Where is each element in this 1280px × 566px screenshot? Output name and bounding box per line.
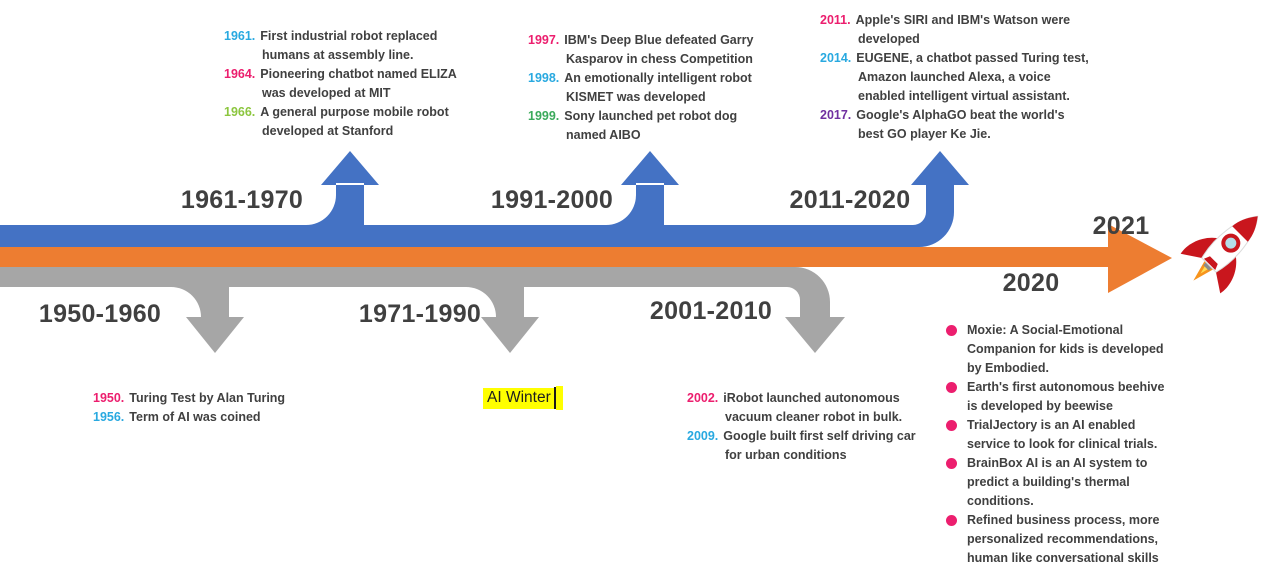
bullet-icon	[946, 458, 957, 469]
events-2001-2010: 2002. iRobot launched autonomous vacuum c…	[687, 389, 919, 465]
events-2020-list: Moxie: A Social-Emotional Companion for …	[946, 321, 1196, 566]
event-text: First industrial robot replaced humans a…	[260, 29, 438, 62]
era-label-1950-1960: 1950-1960	[38, 300, 162, 328]
list-item: BrainBox AI is an AI system to predict a…	[946, 454, 1196, 511]
timeline-event: 2017. Google's AlphaGO beat the world's b…	[820, 106, 1092, 144]
bullet-icon	[946, 325, 957, 336]
bullet-text: Moxie: A Social-Emotional Companion for …	[967, 323, 1164, 375]
era-label-2001-2010: 2001-2010	[649, 297, 773, 325]
timeline-event: 2014. EUGENE, a chatbot passed Turing tes…	[820, 49, 1092, 106]
bullet-text: TrialJectory is an AI enabled service to…	[967, 418, 1158, 451]
blue-up-arrow	[606, 151, 679, 240]
event-text: iRobot launched autonomous vacuum cleane…	[723, 391, 903, 424]
ai-winter-label: AI Winter	[483, 387, 554, 409]
event-text: EUGENE, a chatbot passed Turing test, Am…	[856, 51, 1089, 103]
list-item: TrialJectory is an AI enabled service to…	[946, 416, 1196, 454]
event-text: Term of AI was coined	[129, 410, 261, 424]
era-label-2011-2020: 2011-2020	[789, 186, 911, 214]
list-item: Refined business process, more personali…	[946, 511, 1196, 566]
timeline-event: 2009. Google built first self driving car…	[687, 427, 919, 465]
event-text: A general purpose mobile robot developed…	[260, 105, 449, 138]
event-text: Pioneering chatbot named ELIZA was devel…	[260, 67, 457, 100]
list-item: Moxie: A Social-Emotional Companion for …	[946, 321, 1196, 378]
event-year: 1950.	[93, 391, 125, 405]
timeline-event: 1964. Pioneering chatbot named ELIZA was …	[224, 65, 472, 103]
era-label-2021: 2021	[1092, 212, 1150, 240]
event-year: 1961.	[224, 29, 256, 43]
era-label-1971-1990: 1971-1990	[358, 300, 482, 328]
timeline-event: 1961. First industrial robot replaced hum…	[224, 27, 472, 65]
event-year: 2009.	[687, 429, 719, 443]
bullet-icon	[946, 420, 957, 431]
timeline-event: 1950. Turing Test by Alan Turing	[93, 389, 343, 408]
orange-timeline-band-arrow	[0, 224, 1172, 293]
event-text: Turing Test by Alan Turing	[129, 391, 286, 405]
bullet-text: BrainBox AI is an AI system to predict a…	[967, 456, 1148, 508]
text-cursor	[553, 387, 556, 409]
event-year: 1956.	[93, 410, 125, 424]
bullet-text: Earth's first autonomous beehive is deve…	[967, 380, 1165, 413]
event-year: 1999.	[528, 109, 560, 123]
blue-timeline-band	[0, 151, 969, 247]
era-label-1961-1970: 1961-1970	[180, 186, 304, 214]
event-year: 1964.	[224, 67, 256, 81]
timeline-event: 1999. Sony launched pet robot dog named A…	[528, 107, 780, 145]
event-year: 1997.	[528, 33, 560, 47]
timeline-event: 2002. iRobot launched autonomous vacuum c…	[687, 389, 919, 427]
gray-down-arrow	[466, 270, 539, 353]
event-text: An emotionally intelligent robot KISMET …	[564, 71, 752, 104]
events-1950-1960: 1950. Turing Test by Alan Turing 1956. Ter…	[93, 389, 343, 427]
event-year: 1966.	[224, 105, 256, 119]
ai-winter-textbox[interactable]: AI Winter	[483, 386, 563, 410]
gray-timeline-band	[0, 267, 845, 353]
event-text: IBM's Deep Blue defeated Garry Kasparov …	[564, 33, 754, 66]
gray-down-arrow	[171, 270, 244, 353]
blue-up-arrow	[306, 151, 379, 240]
timeline-event: 1966. A general purpose mobile robot deve…	[224, 103, 472, 141]
timeline-event: 1998. An emotionally intelligent robot KI…	[528, 69, 780, 107]
era-label-2020: 2020	[1002, 269, 1060, 297]
highlight-tail	[555, 386, 563, 410]
event-year: 2002.	[687, 391, 719, 405]
bullet-icon	[946, 515, 957, 526]
event-year: 2011.	[820, 13, 851, 27]
event-year: 1998.	[528, 71, 560, 85]
event-text: Apple's SIRI and IBM's Watson were devel…	[855, 13, 1071, 46]
timeline-event: 1997. IBM's Deep Blue defeated Garry Kasp…	[528, 31, 780, 69]
event-year: 2017.	[820, 108, 852, 122]
era-label-1991-2000: 1991-2000	[490, 186, 614, 214]
events-1961-1970: 1961. First industrial robot replaced hum…	[224, 27, 472, 141]
events-1991-2000: 1997. IBM's Deep Blue defeated Garry Kasp…	[528, 31, 780, 145]
bullet-text: Refined business process, more personali…	[967, 513, 1160, 565]
event-text: Google built first self driving car for …	[723, 429, 916, 462]
event-year: 2014.	[820, 51, 852, 65]
event-text: Sony launched pet robot dog named AIBO	[564, 109, 738, 142]
list-item: Earth's first autonomous beehive is deve…	[946, 378, 1196, 416]
rocket-icon	[1180, 215, 1259, 294]
event-text: Google's AlphaGO beat the world's best G…	[856, 108, 1065, 141]
bullet-icon	[946, 382, 957, 393]
timeline-event: 2011. Apple's SIRI and IBM's Watson were …	[820, 11, 1092, 49]
events-2011-2020: 2011. Apple's SIRI and IBM's Watson were …	[820, 11, 1092, 144]
timeline-event: 1956. Term of AI was coined	[93, 408, 343, 427]
